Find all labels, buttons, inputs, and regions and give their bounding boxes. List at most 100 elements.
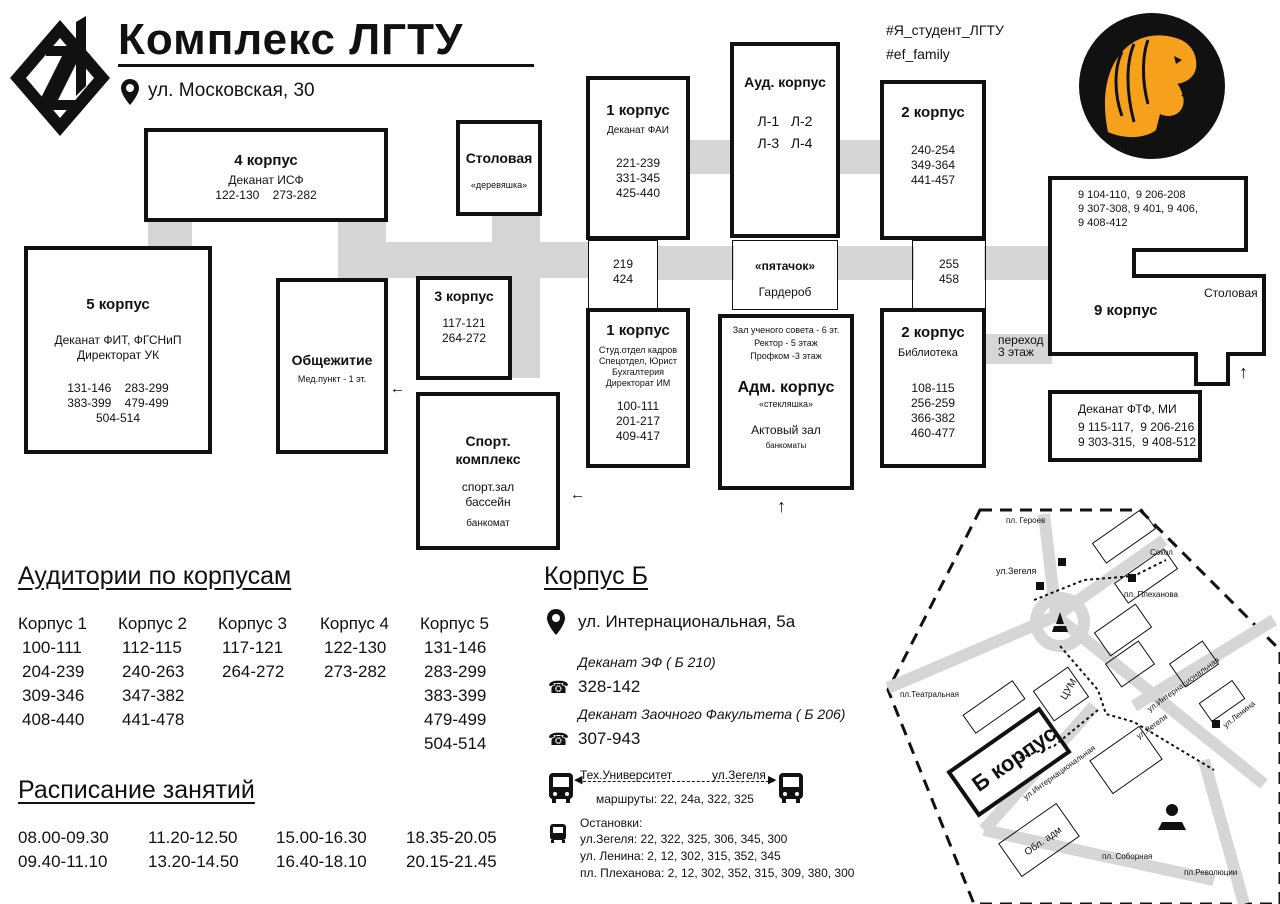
schedule-slot-3: 15.00-16.30 [276, 828, 367, 847]
sport-atm: банкомат [466, 518, 510, 529]
connector-4-5 [148, 222, 192, 248]
aud-col-4: Корпус 4 122-130 273-282 [320, 612, 389, 684]
route-arrow-right-icon: ▶ [768, 774, 777, 786]
link-219[interactable]: 219 424 [588, 240, 658, 310]
hashtag-ef-family: #ef_family [886, 46, 950, 62]
building-9-canteen: Столовая [1204, 286, 1258, 300]
map-label-sobornaya: пл. Соборная [1102, 852, 1153, 861]
building-3-rooms: 117-121 264-272 [441, 316, 487, 345]
korpus-b-heading: Корпус Б [544, 562, 648, 590]
building-9-outline [1048, 176, 1266, 462]
map-label-zegelya: ул.Зегеля [996, 566, 1037, 576]
map-label-geroev: пл. Героев [1006, 516, 1046, 525]
aud-col-3-rooms: 117-121 264-272 [222, 638, 285, 681]
aud-col-4-rooms: 122-130 273-282 [324, 638, 387, 681]
location-pin-b-icon [547, 609, 565, 635]
building-1-top-rooms: 221-239 331-345 425-440 [615, 156, 661, 200]
building-1-bottom-rooms: 100-111 201-217 409-417 [615, 399, 661, 443]
map-label-plekhanova: пл. Плеханова [1124, 590, 1178, 599]
building-4-dean: Деканат ИСФ [228, 173, 304, 187]
bus-icon [779, 773, 803, 803]
building-5-rooms: 131-146 283-299 383-399 479-499 504-514 [67, 381, 169, 425]
building-5-dean: Деканат ФИТ, ФГСНиП Директорат УК [54, 333, 182, 362]
dorm-title: Общежитие [291, 352, 373, 368]
stop-zegelya: ул.Зегеля: 22, 322, 325, 306, 345, 300 [580, 832, 788, 846]
stop-plekhanova: пл. Плеханова: 2, 12, 302, 352, 315, 309… [580, 866, 855, 880]
building-5[interactable]: 5 корпус Деканат ФИТ, ФГСНиП Директорат … [24, 246, 212, 454]
adm-sub: «стекляшка» [758, 399, 814, 409]
adm-hall: Актовый зал [751, 423, 821, 437]
building-2-top-rooms: 240-254 349-364 441-457 [910, 143, 956, 187]
building-adm[interactable]: Зал ученого совета - 6 эт. Ректор - 5 эт… [718, 314, 854, 490]
building-2-top[interactable]: 2 корпус 240-254 349-364 441-457 [880, 80, 986, 240]
building-3-title: 3 корпус [434, 288, 494, 304]
passage-label: переход 3 этаж [998, 333, 1044, 359]
aud-rooms: Л-1 Л-2 Л-3 Л-4 [757, 113, 813, 151]
aud-col-3-name: Корпус 3 [218, 614, 288, 633]
canteen-title: Столовая [465, 150, 533, 166]
bus-stop-icon [550, 824, 566, 843]
dorm-sub: Мед.пункт - 1 эт. [297, 374, 367, 384]
connector-canteen-1 [540, 242, 588, 278]
aud-col-1-name: Корпус 1 [18, 614, 88, 633]
connector-4-dorm [338, 222, 386, 280]
auditoriums-heading: Аудитории по корпусам [18, 562, 292, 590]
routes-list: маршруты: 22, 24а, 322, 325 [596, 792, 754, 806]
stop-lenina: ул. Ленина: 2, 12, 302, 315, 352, 345 [580, 849, 781, 863]
building-aud[interactable]: Ауд. корпус Л-1 Л-2 Л-3 Л-4 [730, 42, 840, 238]
building-1-top[interactable]: 1 корпус Деканат ФАИ 221-239 331-345 425… [586, 76, 690, 240]
building-1-bottom[interactable]: 1 корпус Студ.отдел кадров Спецотдел, Юр… [586, 308, 690, 468]
building-2-bottom[interactable]: 2 корпус Библиотека 108-115 256-259 366-… [880, 308, 986, 468]
aud-col-5-name: Корпус 5 [420, 614, 490, 633]
connector-pyat-link2 [838, 246, 914, 280]
korpus-b-address: ул. Интернациональная, 5а [578, 612, 796, 631]
mini-map[interactable]: пл. Героев ул.Зегеля Сокол пл. Плеханова… [884, 500, 1280, 904]
aud-col-5: Корпус 5 131-146 283-299 383-399 479-499… [420, 612, 489, 756]
aud-col-5-rooms: 131-146 283-299 383-399 479-499 504-514 [424, 638, 487, 753]
building-1-bottom-dept: Студ.отдел кадров Спецотдел, Юрист Бухга… [598, 345, 678, 388]
adm-title: Адм. корпус [737, 379, 835, 396]
building-4[interactable]: 4 корпус Деканат ИСФ 122-130 273-282 [144, 128, 388, 222]
schedule-slot-1: 08.00-09.30 [18, 828, 109, 847]
building-sport[interactable]: Спорт. комплекс спорт.зал бассейн банком… [416, 392, 560, 550]
building-5-title: 5 корпус [86, 296, 150, 313]
connector-2-9 [984, 246, 1050, 280]
building-2-bottom-rooms: 108-115 256-259 366-382 460-477 [910, 381, 956, 440]
aud-col-2-name: Корпус 2 [118, 614, 188, 633]
link-255[interactable]: 255 458 [912, 240, 986, 310]
pyatachok-sub: Гардероб [758, 285, 812, 299]
schedule-slot-2: 11.20-12.50 [148, 828, 238, 847]
building-canteen[interactable]: Столовая «деревяшка» [456, 120, 542, 216]
schedule-slot-7: 16.40-18.10 [276, 852, 367, 871]
header-address: ул. Московская, 30 [148, 80, 315, 101]
building-dorm[interactable]: Общежитие Мед.пункт - 1 эт. [276, 278, 388, 454]
building-4-rooms: 122-130 273-282 [215, 188, 317, 202]
building-1-bottom-title: 1 корпус [606, 322, 670, 339]
aud-col-1-rooms: 100-111 204-239 309-346 408-440 [22, 638, 85, 729]
schedule-slot-6: 13.20-14.50 [148, 852, 239, 871]
building-2-top-title: 2 корпус [901, 104, 965, 121]
aud-col-2: Корпус 2 112-115 240-263 347-382 441-478 [118, 612, 187, 732]
building-3[interactable]: 3 корпус 117-121 264-272 [416, 276, 512, 380]
sport-sub: спорт.зал бассейн [461, 480, 515, 509]
map-label-revolyutsii: пл.Революции [1184, 868, 1238, 877]
route-line [578, 781, 774, 782]
route-arrow-left-icon: ◀ [574, 774, 583, 786]
adm-floors: Зал ученого совета - 6 эт. Ректор - 5 эт… [732, 325, 840, 361]
stops-heading: Остановки: [580, 816, 643, 830]
arrow-left-sport-icon: ← [570, 486, 585, 503]
pyatachok[interactable]: «пятачок» Гардероб [732, 240, 838, 310]
building-9[interactable]: 9 104-110, 9 206-208 9 307-308, 9 401, 9… [1050, 174, 1270, 466]
dean-ef-label: Деканат ЭФ ( Б 210) [578, 654, 716, 670]
phone-icon: ☎ [548, 730, 570, 749]
building-1-top-dean: Деканат ФАИ [607, 125, 669, 136]
passage-3-floor: переход 3 этаж [986, 334, 1052, 364]
route-to: ул.Зегеля [712, 768, 766, 782]
canteen-sub: «деревяшка» [470, 180, 528, 190]
connector-aud-2 [838, 140, 882, 174]
connector-dorm-canteen [386, 242, 492, 278]
dean-zf-label: Деканат Заочного Факультета ( Б 206) [578, 706, 846, 722]
aud-col-3: Корпус 3 117-121 264-272 [218, 612, 287, 684]
bus-icon [549, 773, 573, 803]
mini-map-drawing [885, 508, 1280, 904]
